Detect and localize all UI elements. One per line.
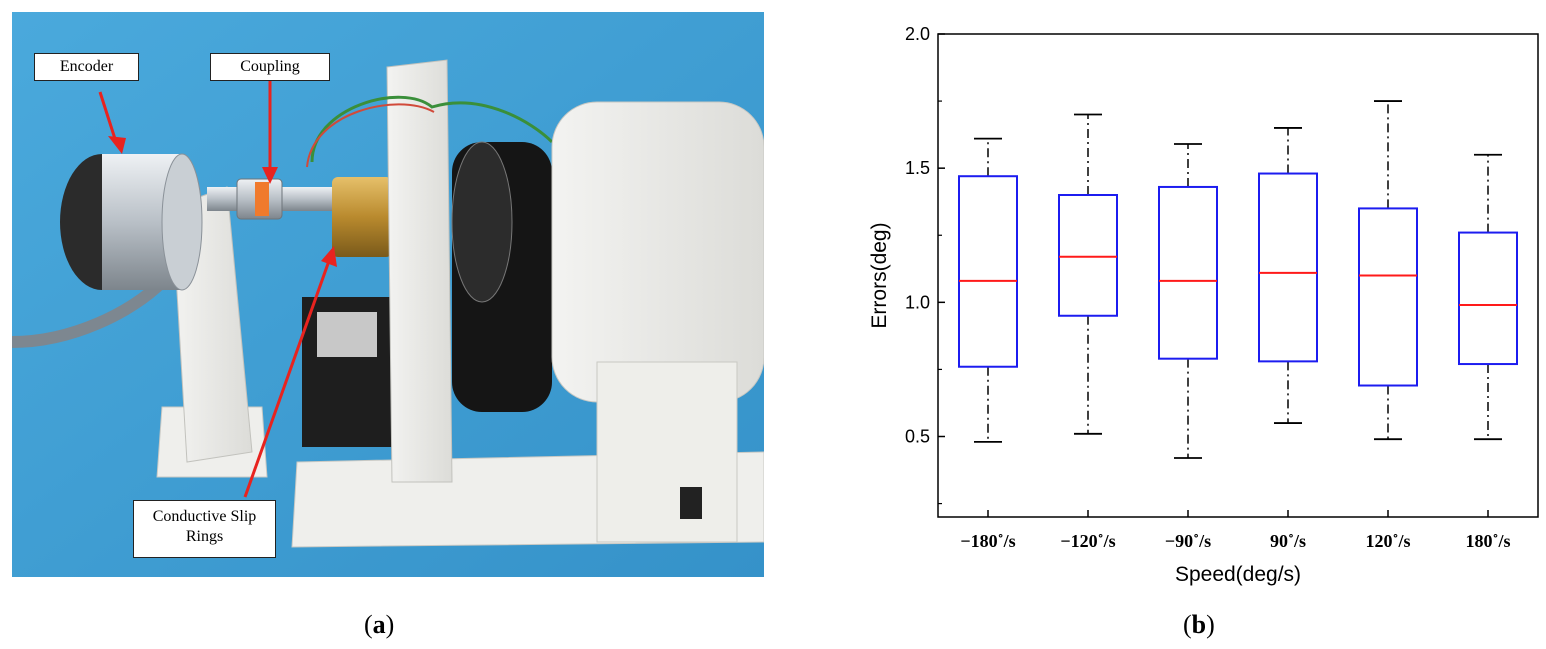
iqr-box [1158,185,1218,360]
label-a-open: ( [364,610,373,639]
pulley [451,141,513,303]
slip-ring [332,177,392,257]
iqr-box [1058,194,1118,317]
x-tick-label: −120˚/s [1060,531,1115,551]
box-4 [1358,100,1418,441]
box-3 [1258,127,1318,424]
middle-bracket [386,59,453,483]
label-a-letter: a [372,610,386,639]
callout-coupling: Coupling [210,53,330,81]
label-b-close: ) [1206,610,1215,639]
apparatus-illustration [12,12,764,577]
chart-svg: 0.5 1.0 1.5 2.0 −180˚/s −120˚/s −90˚/s 90˚/s 12… [868,24,1539,586]
iqr-box [1358,207,1418,387]
x-axis-ticks: −180˚/s −120˚/s −90˚/s 90˚/s 120˚/s 180˚/s [960,510,1511,551]
label-b-open: ( [1183,610,1192,639]
main-housing [551,101,764,403]
coupling-insert [255,182,269,216]
x-tick-label: 90˚/s [1270,531,1306,551]
switch [680,487,702,519]
callout-slip-rings: Conductive Slip Rings [133,500,276,558]
box-2 [1158,143,1218,459]
x-tick-label: −180˚/s [960,531,1015,551]
slip-ring-wires-2 [306,103,435,168]
iqr-box [1458,231,1518,366]
y-tick-label: 2.0 [905,24,930,44]
x-tick-label: 180˚/s [1466,531,1511,551]
y-axis-ticks: 0.5 1.0 1.5 2.0 [905,24,945,505]
label-b-letter: b [1191,610,1207,639]
boxes [958,100,1518,459]
x-axis-label: Speed(deg/s) [1175,563,1301,586]
box-1 [1058,113,1118,435]
lower-housing [596,361,738,543]
iqr-box [958,175,1018,368]
callout-encoder: Encoder [34,53,139,81]
y-tick-label: 1.0 [905,292,930,312]
panel-label-a: (a) [364,610,394,640]
box-5 [1458,153,1518,441]
errors-boxplot: 0.5 1.0 1.5 2.0 −180˚/s −120˚/s −90˚/s 90˚/s 12… [850,10,1540,600]
panel-label-b: (b) [1183,610,1215,640]
apparatus-photo: Encoder Coupling Conductive Slip Rings [12,12,764,577]
iqr-box [1258,172,1318,363]
encoder-rear [161,153,203,291]
plot-frame [937,33,1539,518]
label-a-close: ) [385,610,395,639]
x-tick-label: −90˚/s [1165,531,1211,551]
y-tick-label: 0.5 [905,427,930,447]
motor-label [317,312,377,357]
encoder-cable [12,277,167,348]
x-tick-label: 120˚/s [1366,531,1411,551]
slip-ring-wires [310,95,554,163]
y-axis-label: Errors(deg) [868,222,891,328]
annotation-arrows [98,72,337,498]
y-tick-label: 1.5 [905,158,930,178]
box-0 [958,137,1018,443]
